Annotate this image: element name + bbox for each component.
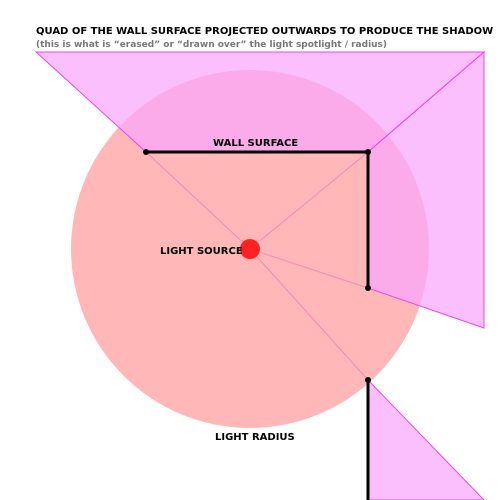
light-radius-label: LIGHT RADIUS	[215, 432, 295, 443]
light-rays	[145, 151, 369, 381]
ray-line	[249, 151, 369, 250]
wall-surface-label: WALL SURFACE	[213, 138, 298, 149]
wall-endpoint	[365, 285, 371, 291]
wall-endpoint	[365, 149, 371, 155]
wall-endpoint	[365, 377, 371, 383]
shadow-quad-bottom	[367, 378, 485, 500]
light-source-dot	[240, 239, 260, 259]
wall-endpoint	[143, 149, 149, 155]
wall-endpoints	[143, 149, 371, 383]
light-source-label: LIGHT SOURCE	[160, 246, 243, 257]
ray-line	[249, 248, 369, 381]
diagram-title: QUAD OF THE WALL SURFACE PROJECTED OUTWA…	[36, 26, 493, 37]
ray-line	[145, 151, 251, 250]
ray-line	[249, 248, 369, 289]
diagram-subtitle: (this is what is “erased” or “drawn over…	[36, 40, 387, 50]
